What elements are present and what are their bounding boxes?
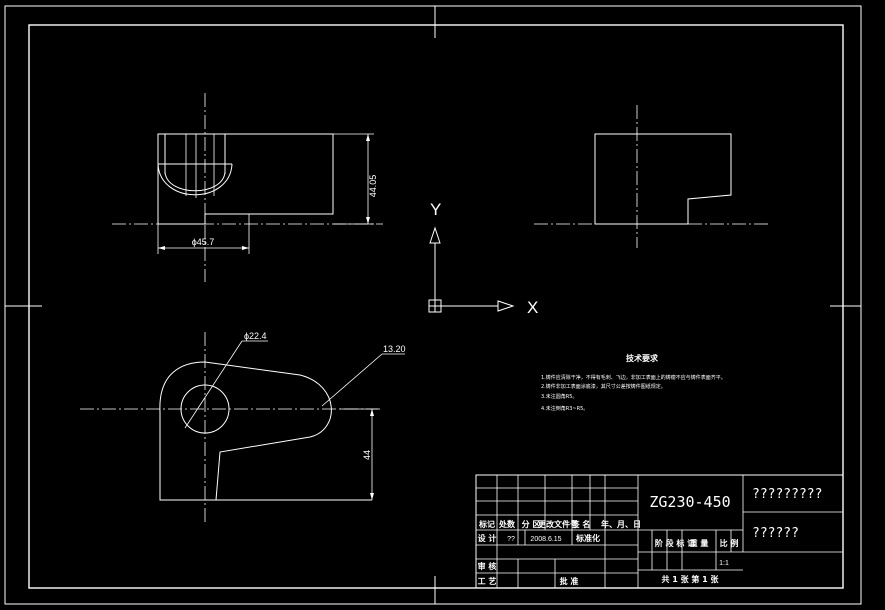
ucs-icon: Y X [428, 200, 538, 317]
header-count: 处数 [498, 519, 516, 529]
dim-radius: 13.20 [321, 344, 406, 407]
note-line-3: 3.未注圆角R5。 [541, 393, 577, 400]
scale-label: 比 例 [720, 538, 739, 548]
dim-diameter-base: ϕ45.7 [157, 214, 250, 254]
scale-value: 1:1 [719, 560, 729, 567]
dim-height: 44.05 [333, 133, 378, 225]
design-date: 2008.6.15 [530, 536, 561, 543]
front-view [157, 133, 334, 225]
header-sign: 签 名 [571, 519, 591, 529]
top-view [80, 332, 383, 525]
dim-offset: 44 [340, 408, 378, 500]
front-view-centerlines [112, 93, 383, 282]
design-label: 设 计 [478, 533, 497, 543]
part-name: ????????? [752, 487, 822, 502]
notes-title: 技术要求 [626, 353, 659, 363]
sheet-border [4, 5, 862, 605]
note-line-1: 1.铸件应清除干净，不得有毛刺、飞边，非加工表面上的铸瘤不应与铸件表面齐平。 [541, 374, 726, 381]
side-view [534, 105, 771, 248]
company-name: ?????? [752, 526, 799, 541]
dim-diameter-hole-label: ϕ22.4 [244, 331, 267, 341]
approve-label: 批 准 [560, 576, 579, 586]
stage-label: 阶 段 标 记 [655, 538, 695, 548]
dim-height-label: 44.05 [368, 175, 378, 198]
header-mark: 标记 [478, 519, 495, 529]
dim-radius-label: 13.20 [383, 344, 406, 354]
note-line-2: 2.铸件非加工表面涂底漆，其尺寸公差按铸件图纸规定。 [541, 383, 666, 390]
note-line-4: 4.未注倒角R3~R5。 [541, 405, 588, 412]
dim-diameter-base-label: ϕ45.7 [192, 237, 215, 247]
dim-diameter-hole: ϕ22.4 [184, 331, 268, 429]
drawing-number: ZG230-450 [649, 493, 730, 511]
weight-label: 重 量 [690, 538, 709, 548]
dim-offset-label: 44 [362, 450, 372, 460]
designer: ?? [507, 536, 515, 543]
title-block: ZG230-450 ????????? ?????? 标记 处数 分 区 更改文… [475, 474, 844, 589]
ucs-y-label: Y [430, 200, 441, 219]
header-date: 年、月、日 [601, 519, 641, 529]
ucs-x-label: X [527, 298, 538, 317]
check-label: 审 核 [478, 561, 497, 571]
standardize-label: 标准化 [575, 533, 600, 543]
process-label: 工 艺 [478, 576, 497, 586]
header-zone: 分 区 [522, 519, 541, 529]
technical-notes: 技术要求 1.铸件应清除干净，不得有毛刺、飞边，非加工表面上的铸瘤不应与铸件表面… [541, 353, 726, 412]
sheet-count: 共 1 张 第 1 张 [661, 574, 719, 584]
header-docno: 更改文件号 [538, 519, 578, 529]
